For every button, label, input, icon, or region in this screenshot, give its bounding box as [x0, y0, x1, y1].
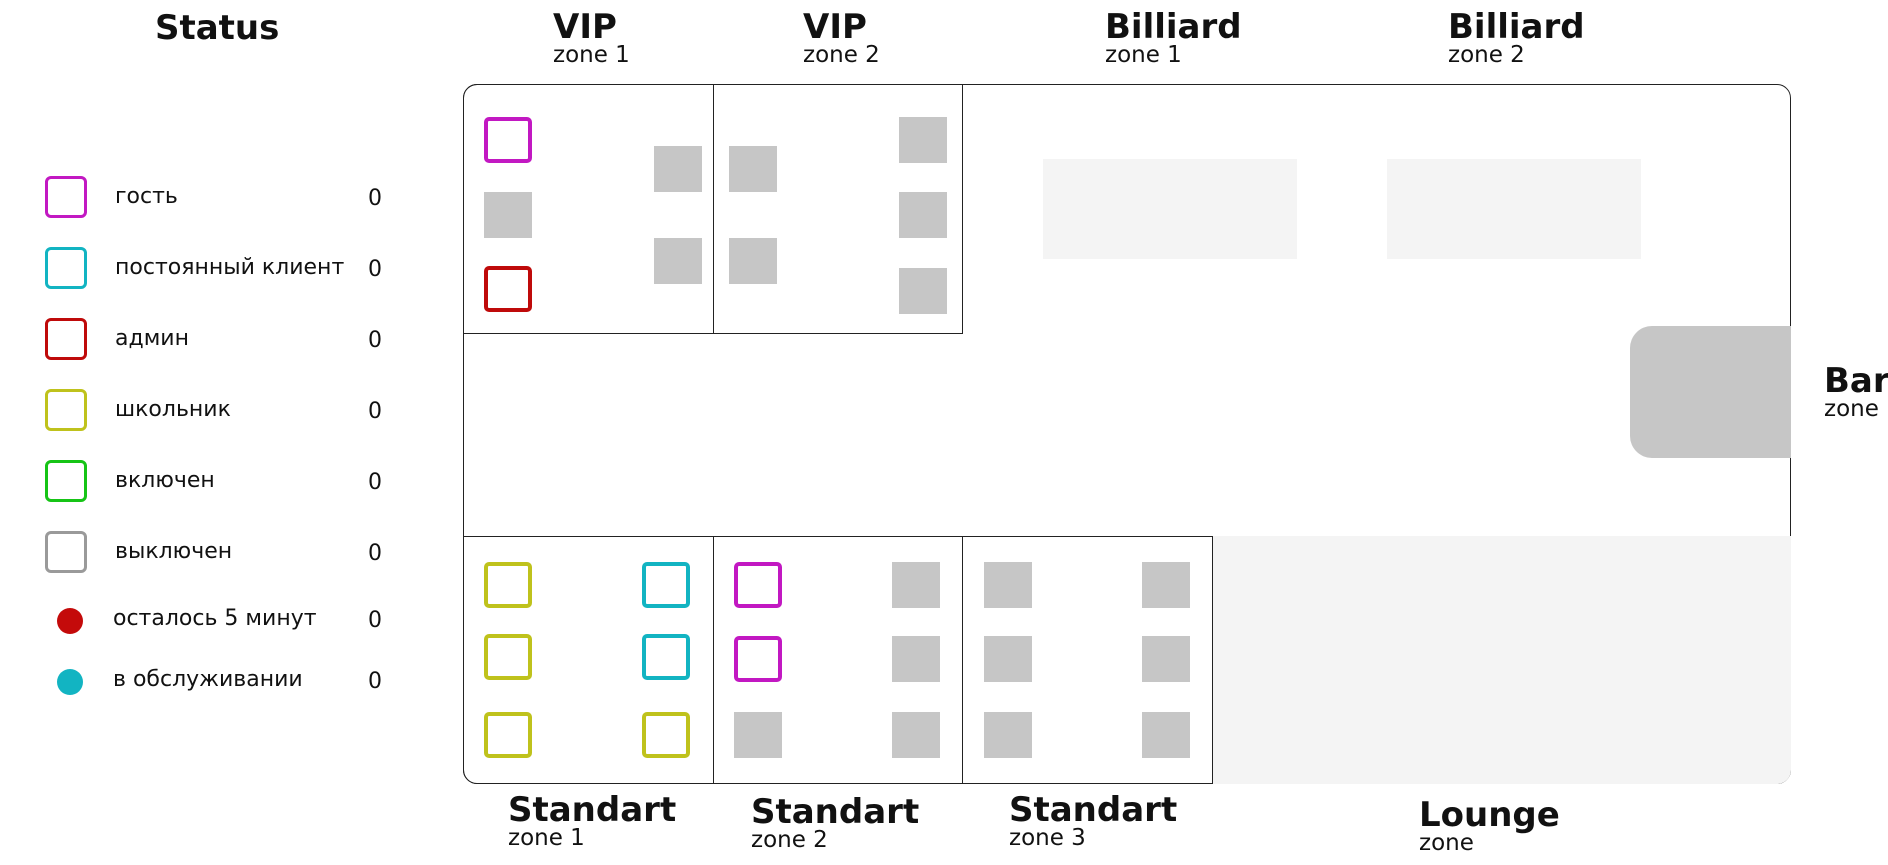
- status-swatch-icon: [45, 176, 87, 218]
- status-swatch-icon: [45, 389, 87, 431]
- pc-standart2-5[interactable]: [892, 636, 940, 682]
- bar-counter[interactable]: [1630, 326, 1791, 458]
- zone-box-vip2: [713, 84, 963, 334]
- pc-standart1-3[interactable]: [484, 712, 532, 758]
- zone-label-standart2: Standart zone 2: [751, 795, 919, 852]
- pc-standart1-4[interactable]: [642, 562, 690, 608]
- pc-vip1-4[interactable]: [654, 146, 702, 192]
- legend-count: 0: [368, 608, 382, 633]
- legend-label: школьник: [115, 397, 231, 422]
- pc-standart3-4[interactable]: [1142, 562, 1190, 608]
- pc-standart2-3[interactable]: [734, 712, 782, 758]
- zone-sub: zone 2: [1448, 42, 1525, 68]
- legend-count: 0: [368, 669, 382, 694]
- pc-standart3-3[interactable]: [984, 712, 1032, 758]
- pc-vip2-1[interactable]: [729, 146, 777, 192]
- legend-label: осталось 5 минут: [113, 606, 317, 631]
- legend-label: постоянный клиент: [115, 255, 345, 280]
- pc-standart2-4[interactable]: [892, 562, 940, 608]
- status-swatch-icon: [45, 247, 87, 289]
- legend-item-guest[interactable]: гость 0: [45, 176, 405, 224]
- pc-standart2-2[interactable]: [734, 636, 782, 682]
- legend-label: выключен: [115, 539, 233, 564]
- legend-label: админ: [115, 326, 189, 351]
- zone-name: Standart: [751, 792, 920, 832]
- zone-name: Standart: [508, 790, 677, 830]
- zone-sub: zone: [1824, 396, 1879, 422]
- zone-name: Lounge: [1419, 795, 1560, 835]
- pc-vip1-2[interactable]: [484, 192, 532, 238]
- pc-vip1-1[interactable]: [484, 117, 532, 163]
- zone-label-standart1: Standart zone 1: [508, 793, 676, 850]
- zone-label-bar: Bar zone: [1824, 364, 1888, 421]
- status-swatch-icon: [45, 531, 87, 573]
- zone-name: Billiard: [1448, 7, 1585, 47]
- zone-sub: zone 2: [751, 827, 828, 853]
- zone-sub: zone 1: [508, 825, 585, 851]
- lounge-area[interactable]: [1212, 536, 1791, 784]
- legend-item-on[interactable]: включен 0: [45, 460, 405, 508]
- zone-box-standart3: [962, 536, 1213, 784]
- legend-count: 0: [368, 328, 382, 353]
- pc-standart3-1[interactable]: [984, 562, 1032, 608]
- legend-item-maintenance[interactable]: в обслуживании 0: [45, 659, 405, 707]
- pc-standart1-6[interactable]: [642, 712, 690, 758]
- legend-item-off[interactable]: выключен 0: [45, 531, 405, 579]
- pc-standart2-6[interactable]: [892, 712, 940, 758]
- pc-standart1-2[interactable]: [484, 634, 532, 680]
- zone-sub: zone: [1419, 830, 1474, 856]
- legend-label: гость: [115, 184, 178, 209]
- pc-vip1-3[interactable]: [484, 266, 532, 312]
- legend-label: включен: [115, 468, 215, 493]
- legend-item-schoolboy[interactable]: школьник 0: [45, 389, 405, 437]
- zone-name: VIP: [553, 7, 617, 47]
- legend-count: 0: [368, 541, 382, 566]
- pc-standart2-1[interactable]: [734, 562, 782, 608]
- pc-vip2-3[interactable]: [899, 117, 947, 163]
- legend-count: 0: [368, 470, 382, 495]
- pc-standart3-2[interactable]: [984, 636, 1032, 682]
- zone-label-billiard2: Billiard zone 2: [1448, 10, 1585, 67]
- zone-sub: zone 2: [803, 42, 880, 68]
- billiard-table-2[interactable]: [1387, 159, 1641, 259]
- zone-name: Standart: [1009, 790, 1178, 830]
- pc-standart1-1[interactable]: [484, 562, 532, 608]
- legend-count: 0: [368, 257, 382, 282]
- zone-name: VIP: [803, 7, 867, 47]
- pc-vip2-4[interactable]: [899, 192, 947, 238]
- pc-standart3-6[interactable]: [1142, 712, 1190, 758]
- zone-sub: zone 3: [1009, 825, 1086, 851]
- zone-label-billiard1: Billiard zone 1: [1105, 10, 1242, 67]
- zone-label-vip1: VIP zone 1: [553, 10, 630, 67]
- pc-standart3-5[interactable]: [1142, 636, 1190, 682]
- legend-count: 0: [368, 186, 382, 211]
- zone-label-lounge: Lounge zone: [1419, 798, 1560, 855]
- zone-name: Billiard: [1105, 7, 1242, 47]
- status-swatch-icon: [45, 460, 87, 502]
- zone-name: Bar: [1824, 361, 1888, 401]
- legend-item-admin[interactable]: админ 0: [45, 318, 405, 366]
- legend-label: в обслуживании: [113, 667, 303, 692]
- pc-standart1-5[interactable]: [642, 634, 690, 680]
- billiard-table-1[interactable]: [1043, 159, 1297, 259]
- legend-item-regular[interactable]: постоянный клиент 0: [45, 247, 405, 295]
- zone-sub: zone 1: [553, 42, 630, 68]
- legend-count: 0: [368, 399, 382, 424]
- status-swatch-icon: [45, 318, 87, 360]
- cyan-dot-icon: [57, 669, 83, 695]
- zone-label-standart3: Standart zone 3: [1009, 793, 1177, 850]
- zone-label-vip2: VIP zone 2: [803, 10, 880, 67]
- red-dot-icon: [57, 608, 83, 634]
- pc-vip2-5[interactable]: [899, 268, 947, 314]
- zone-sub: zone 1: [1105, 42, 1182, 68]
- legend-item-5-minutes-left[interactable]: осталось 5 минут 0: [45, 598, 405, 646]
- pc-vip1-5[interactable]: [654, 238, 702, 284]
- pc-vip2-2[interactable]: [729, 238, 777, 284]
- legend-title: Status: [155, 8, 280, 48]
